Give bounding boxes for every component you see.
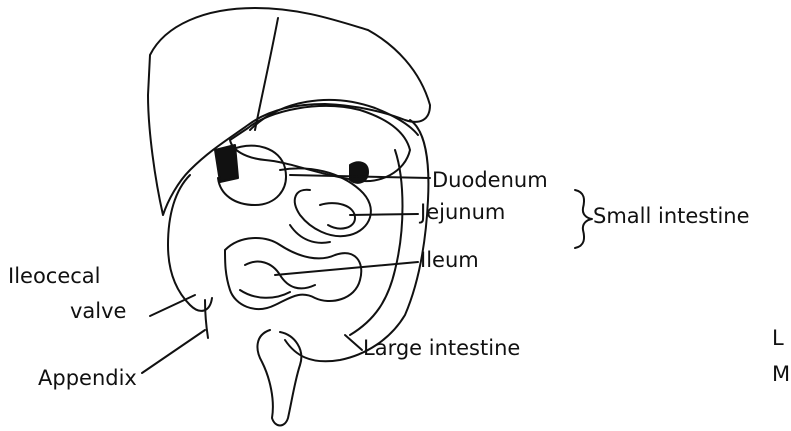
large-intestine-ascending — [168, 175, 212, 311]
duodenum-dark-jejunal — [350, 162, 368, 182]
leader-ileocecal — [150, 295, 195, 316]
label-jejunum: Jejunum — [420, 202, 505, 223]
leader-large-intestine — [345, 335, 362, 350]
label-edge-fragment-1: L — [772, 328, 784, 349]
label-edge-fragment-2: M — [772, 364, 790, 385]
leader-jejunum — [350, 214, 418, 215]
small-intestine-brace — [575, 190, 592, 248]
appendix-outline — [205, 300, 208, 338]
leader-appendix — [142, 330, 205, 373]
liver-outline — [148, 8, 430, 215]
duodenum-dark-pylorus — [215, 145, 238, 182]
label-valve: valve — [70, 301, 126, 322]
small-intestine-coils-5 — [240, 290, 290, 298]
label-large-intestine: Large intestine — [363, 338, 520, 359]
label-appendix: Appendix — [38, 368, 137, 389]
label-duodenum: Duodenum — [432, 170, 548, 191]
label-ileocecal: Ileocecal — [8, 266, 101, 287]
label-ileum: Ileum — [420, 250, 479, 271]
leader-ileum — [275, 262, 418, 275]
label-small-intestine: Small intestine — [593, 206, 750, 227]
rectum-outline — [257, 330, 301, 426]
